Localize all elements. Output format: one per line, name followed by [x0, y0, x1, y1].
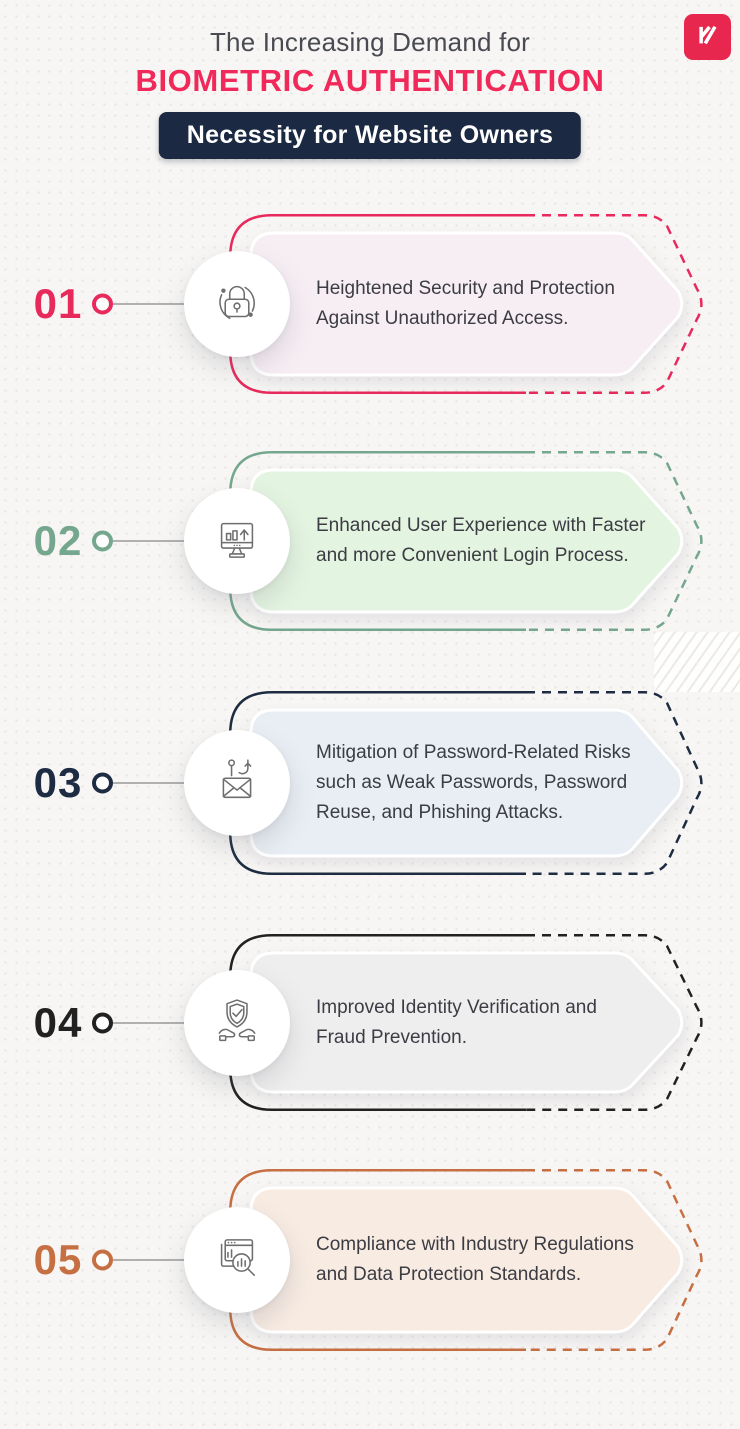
step-ring	[92, 530, 113, 552]
connector-line	[113, 540, 203, 542]
step-text: Mitigation of Password-Related Risks suc…	[316, 742, 631, 823]
header-badge: Necessity for Website Owners	[158, 112, 582, 159]
step-card	[228, 690, 703, 876]
icon-circle	[184, 969, 290, 1076]
step-text: Compliance with Industry Regulations and…	[316, 1234, 634, 1285]
step-text: Heightened Security and Protection Again…	[316, 278, 615, 329]
lock-secure-icon	[208, 273, 266, 336]
step-ring	[92, 1249, 113, 1271]
step-ring	[92, 293, 113, 315]
header-subtitle: The Increasing Demand for	[209, 27, 531, 57]
step-row: 03	[0, 690, 740, 876]
step-row: 04	[0, 933, 740, 1112]
step-number: 04	[33, 998, 83, 1046]
ka-monogram-icon	[693, 20, 723, 55]
connector-line	[113, 782, 203, 784]
connector-line	[113, 1259, 203, 1261]
icon-circle	[184, 251, 290, 357]
step-number: 03	[33, 759, 83, 806]
step-ring	[92, 1012, 113, 1033]
step-ring	[92, 772, 113, 794]
monitor-analytics-icon	[208, 510, 266, 573]
phishing-email-icon	[208, 752, 266, 815]
step-row: 01	[0, 213, 740, 395]
step-number: 02	[33, 517, 83, 564]
connector-line	[113, 1021, 203, 1024]
connector-line	[113, 303, 203, 305]
step-number: 05	[33, 1236, 83, 1283]
step-row: 02	[0, 450, 740, 632]
header-title: BIOMETRIC AUTHENTICATION	[135, 63, 605, 98]
step-card	[228, 1168, 703, 1352]
step-text: Enhanced User Experience with Faster and…	[316, 515, 646, 566]
step-row: 05	[0, 1168, 740, 1352]
step-number: 01	[33, 280, 83, 327]
step-text: Improved Identity Verification and Fraud…	[316, 996, 597, 1048]
hatch-decoration	[654, 632, 740, 692]
icon-circle	[184, 1207, 290, 1313]
compliance-search-icon	[208, 1229, 266, 1292]
brand-logo	[684, 14, 731, 60]
icon-circle	[184, 730, 290, 836]
shield-hands-icon	[208, 991, 266, 1054]
icon-circle	[184, 488, 290, 594]
